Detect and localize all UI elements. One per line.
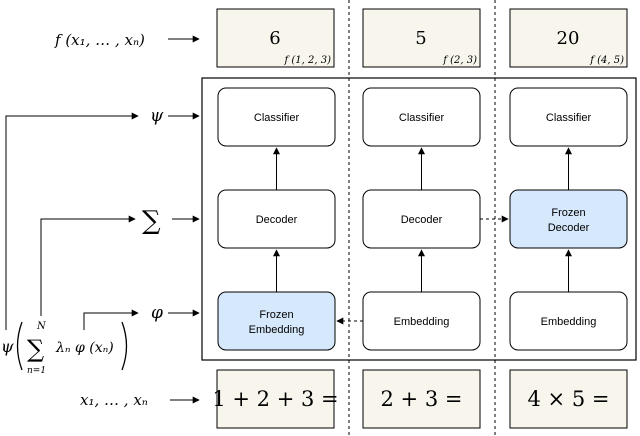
composition-formula: ψ N ∑ n=1 λₙ φ (xₙ) [1, 321, 128, 376]
sum-label: ∑ [142, 206, 161, 236]
output-box-col1: 6 f (1, 2, 3) [216, 8, 335, 68]
input-expression: 2 + 3 = [381, 387, 463, 411]
decoder-box-col2: Decoder [362, 189, 481, 249]
decoder-label: Decoder [256, 214, 298, 226]
frozen-embedding-box-col1: Frozen Embedding [217, 291, 336, 351]
phi-label: φ [151, 303, 163, 323]
classifier-label: Classifier [546, 112, 592, 124]
embedding-label: Embedding [541, 316, 597, 328]
output-function-label: f (x₁, … , xₙ) [54, 31, 145, 49]
formula-lower-limit: n=1 [27, 366, 46, 376]
formula-right-paren [121, 321, 128, 371]
connector-formula-to-psi [5, 112, 139, 330]
output-box-col3: 20 f (4, 5) [509, 8, 628, 68]
frozen-decoder-label-line1: Frozen [551, 207, 585, 219]
input-box-col3: 4 × 5 = [509, 369, 628, 429]
input-expression: 1 + 2 + 3 = [212, 387, 338, 411]
output-value: 6 [269, 28, 280, 49]
embedding-box-col2: Embedding [362, 291, 481, 351]
frozen-decoder-label-line2: Decoder [548, 222, 590, 234]
frozen-embedding-label-line2: Embedding [249, 324, 305, 336]
frozen-embedding-label-line1: Frozen [259, 309, 293, 321]
psi-label: ψ [150, 106, 164, 126]
output-subscript: f (2, 3) [442, 55, 477, 66]
formula-upper-limit: N [36, 321, 47, 332]
classifier-box-col2: Classifier [362, 87, 481, 147]
frozen-decoder-box-col3: Frozen Decoder [509, 189, 628, 249]
input-box-col1: 1 + 2 + 3 = [212, 369, 339, 429]
decoder-box-col1: Decoder [217, 189, 336, 249]
classifier-label: Classifier [254, 112, 300, 124]
formula-left-paren [16, 321, 23, 371]
output-box-col2: 5 f (2, 3) [362, 8, 481, 68]
inputs-label: x₁, … , xₙ [80, 391, 148, 409]
output-subscript: f (4, 5) [589, 55, 624, 66]
classifier-box-col1: Classifier [217, 87, 336, 147]
classifier-box-col3: Classifier [509, 87, 628, 147]
formula-body: λₙ φ (xₙ) [55, 340, 114, 356]
formula-psi: ψ [1, 337, 14, 356]
embedding-box-col3: Embedding [509, 291, 628, 351]
model-frame [201, 77, 637, 361]
input-expression: 4 × 5 = [528, 387, 610, 411]
embedding-label: Embedding [394, 316, 450, 328]
output-value: 20 [557, 28, 580, 49]
connector-formula-to-sum [40, 215, 136, 316]
output-subscript: f (1, 2, 3) [284, 55, 332, 66]
input-box-col2: 2 + 3 = [362, 369, 481, 429]
formula-sum: ∑ [27, 335, 44, 363]
decoder-label: Decoder [401, 214, 443, 226]
classifier-label: Classifier [399, 112, 445, 124]
output-value: 5 [415, 28, 426, 49]
connector-formula-to-phi [83, 309, 139, 330]
